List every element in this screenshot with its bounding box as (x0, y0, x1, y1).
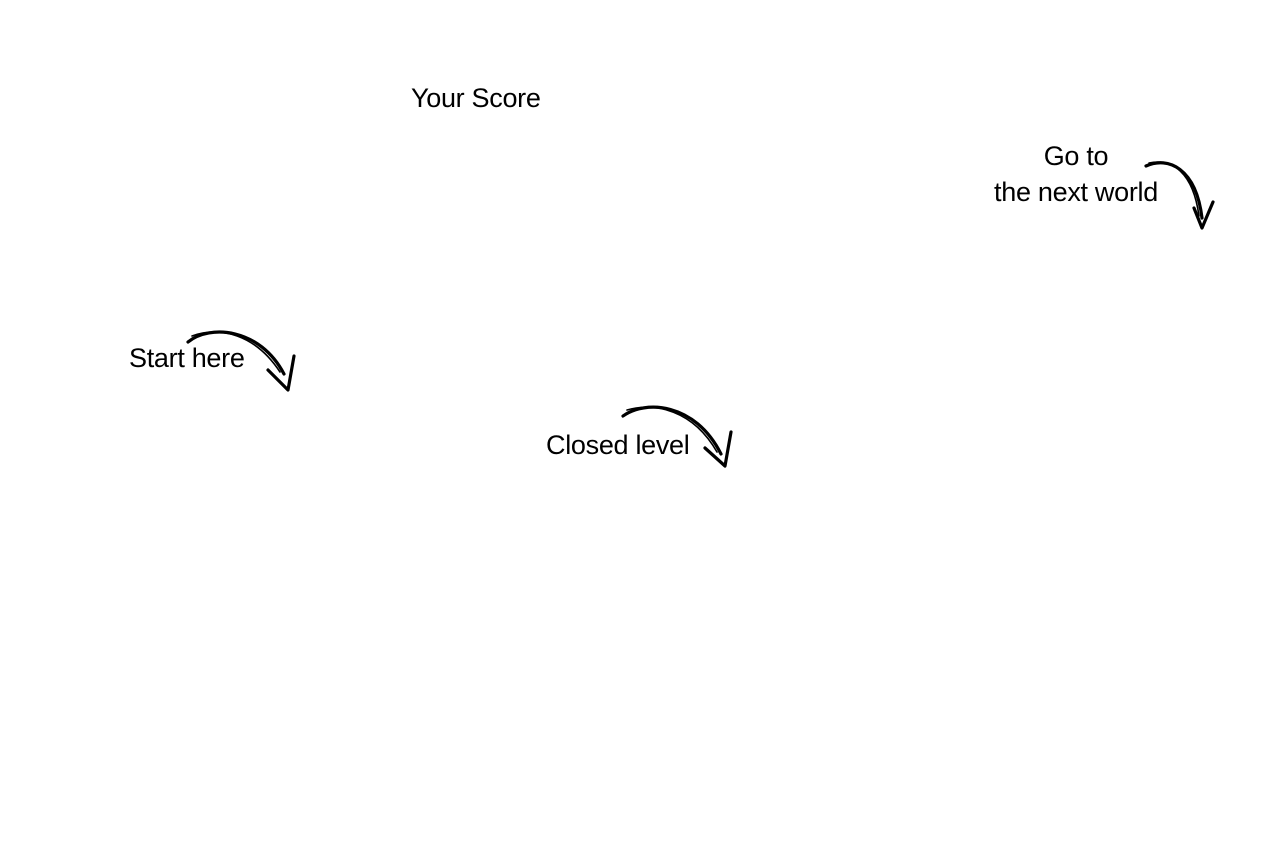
next-world-hint-line-2: the next world (994, 177, 1158, 207)
start-here-hint: Start here (129, 343, 245, 373)
start-arrow-icon (186, 330, 296, 392)
closed-level-hint: Closed level (546, 430, 690, 460)
next-world-arrow-icon (1144, 161, 1215, 230)
next-world-hint: Go to the next world (986, 138, 1166, 210)
score-label: Your Score (411, 83, 541, 113)
closed-level-arrow-icon (621, 405, 733, 468)
next-world-hint-line-1: Go to (1043, 141, 1109, 171)
